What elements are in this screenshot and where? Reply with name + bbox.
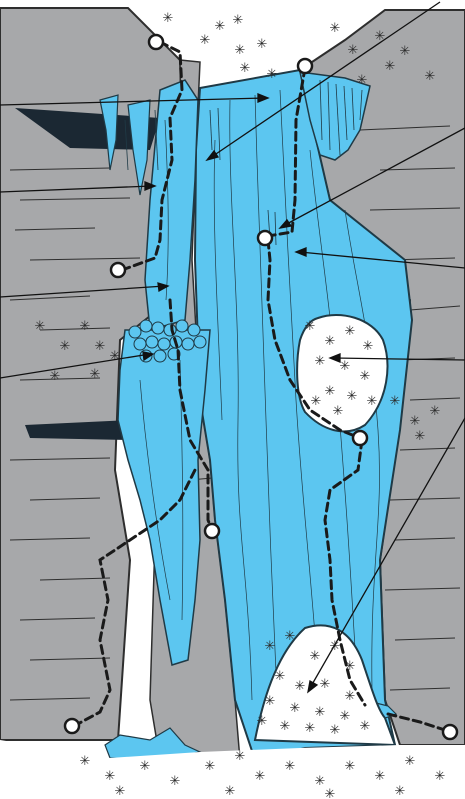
snowflake-icon: ✳ [325, 787, 336, 799]
snowflake-icon: ✳ [257, 714, 268, 729]
snowflake-icon: ✳ [257, 37, 268, 52]
snowflake-icon: ✳ [295, 679, 306, 694]
snowflake-icon: ✳ [405, 754, 416, 769]
snowflake-icon: ✳ [285, 629, 296, 644]
snowflake-icon: ✳ [357, 73, 368, 88]
snowflake-icon: ✳ [390, 394, 401, 409]
snowflake-icon: ✳ [255, 769, 266, 784]
snowflake-icon: ✳ [265, 694, 276, 709]
snowflake-icon: ✳ [410, 414, 421, 429]
snowflake-icon: ✳ [267, 67, 278, 82]
snowflake-icon: ✳ [415, 429, 426, 444]
snowflake-icon: ✳ [340, 709, 351, 724]
snowflake-icon: ✳ [320, 677, 331, 692]
snowflake-icon: ✳ [285, 759, 296, 774]
snowflake-icon: ✳ [170, 774, 181, 789]
snowflake-icon: ✳ [345, 689, 356, 704]
snowflake-icon: ✳ [305, 721, 316, 736]
snowflake-icon: ✳ [280, 719, 291, 734]
snowflake-icon: ✳ [105, 769, 116, 784]
snowflake-icon: ✳ [35, 319, 46, 334]
snowflake-icon: ✳ [348, 43, 359, 58]
snowflake-icon: ✳ [205, 759, 216, 774]
snowflake-icon: ✳ [333, 404, 344, 419]
belay-station-bottom-right [443, 725, 457, 739]
snowflake-icon: ✳ [325, 384, 336, 399]
snowflake-icon: ✳ [315, 354, 326, 369]
snowflake-icon: ✳ [385, 59, 396, 74]
snowflake-icon: ✳ [395, 784, 406, 799]
snowflake-icon: ✳ [345, 759, 356, 774]
snowflake-icon: ✳ [330, 21, 341, 36]
belay-station-top-right [298, 59, 312, 73]
belay-station-lower-center [205, 524, 219, 538]
belay-station-bottom-left [65, 719, 79, 733]
snowflake-icon: ✳ [95, 339, 106, 354]
snowflake-icon: ✳ [311, 394, 322, 409]
snowflake-icon: ✳ [233, 13, 244, 28]
snowflake-icon: ✳ [360, 369, 371, 384]
belay-station-right-mid [353, 431, 367, 445]
snowflake-icon: ✳ [347, 389, 358, 404]
snowflake-icon: ✳ [435, 769, 446, 784]
belay-station-top-left [149, 35, 163, 49]
snowflake-icon: ✳ [305, 319, 316, 334]
snowflake-icon: ✳ [80, 754, 91, 769]
snowflake-icon: ✳ [80, 319, 91, 334]
snowflake-icon: ✳ [310, 649, 321, 664]
snowflake-icon: ✳ [110, 349, 121, 364]
snowflake-icon: ✳ [430, 404, 441, 419]
snowflake-icon: ✳ [325, 334, 336, 349]
belay-station-left-mid [111, 263, 125, 277]
snowflake-icon: ✳ [60, 339, 71, 354]
belay-station-center [258, 231, 272, 245]
snowflake-icon: ✳ [375, 769, 386, 784]
snowflake-icon: ✳ [340, 359, 351, 374]
snowflake-icon: ✳ [425, 69, 436, 84]
snowflake-icon: ✳ [360, 719, 371, 734]
snowflake-icon: ✳ [345, 324, 356, 339]
snowflake-icon: ✳ [225, 784, 236, 799]
snowflake-icon: ✳ [163, 11, 174, 26]
snowflake-icon: ✳ [90, 367, 101, 382]
snowflake-icon: ✳ [290, 701, 301, 716]
snowflake-icon: ✳ [330, 723, 341, 738]
snowflake-icon: ✳ [235, 43, 246, 58]
snowflake-icon: ✳ [200, 33, 211, 48]
snowflake-icon: ✳ [363, 339, 374, 354]
snowflake-icon: ✳ [265, 639, 276, 654]
snowflake-icon: ✳ [375, 29, 386, 44]
snowflake-icon: ✳ [275, 669, 286, 684]
snowflake-icon: ✳ [367, 394, 378, 409]
snowflake-icon: ✳ [315, 705, 326, 720]
snowflake-icon: ✳ [400, 44, 411, 59]
snowflake-icon: ✳ [235, 749, 246, 764]
snowflake-icon: ✳ [115, 784, 126, 799]
snowflake-icon: ✳ [50, 369, 61, 384]
snowflake-icon: ✳ [215, 19, 226, 34]
snowflake-icon: ✳ [140, 759, 151, 774]
snowflake-icon: ✳ [240, 61, 251, 76]
